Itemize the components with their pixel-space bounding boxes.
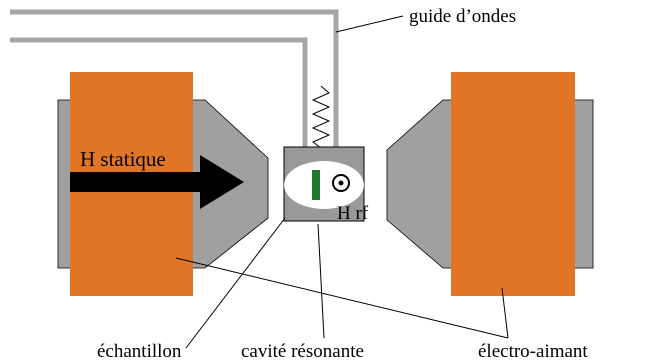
rf-field-symbol [332, 174, 350, 192]
cavity-leader [317, 223, 325, 339]
waveguide-label: guide d’ondes [409, 6, 516, 27]
resonant-cavity-label: cavité résonante [241, 341, 364, 362]
coupling-loop [311, 85, 331, 149]
waveguide-outer-line [10, 9, 339, 148]
sample [312, 170, 320, 200]
electromagnet-leader-right [501, 287, 509, 339]
cavity-field-region [284, 161, 364, 209]
resonant-cavity [283, 146, 365, 222]
electromagnet-label: électro-aimant [478, 341, 588, 362]
sample-leader [185, 217, 286, 349]
waveguide [10, 9, 339, 148]
static-field-arrow [70, 155, 244, 209]
h-static-label: H statique [80, 147, 166, 171]
electromagnet-leader-left [175, 257, 509, 339]
waveguide-inner-line [10, 37, 308, 148]
sample-label: échantillon [97, 341, 182, 362]
h-rf-label: H rf [337, 203, 369, 224]
waveguide-leader [335, 15, 404, 33]
right-magnet-coil [451, 72, 575, 296]
